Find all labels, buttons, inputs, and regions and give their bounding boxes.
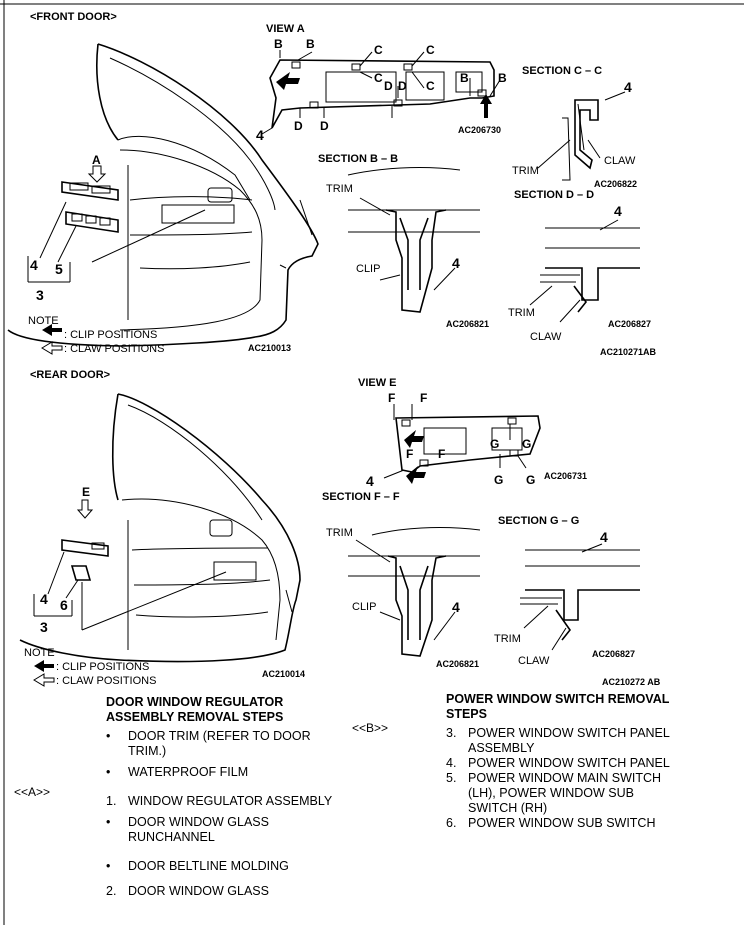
section-cc-title: SECTION C – C bbox=[522, 65, 603, 77]
rear-door-illustration bbox=[19, 393, 301, 687]
ref-a-marker: <<A>> bbox=[14, 785, 51, 799]
section-dd-callout-4: 4 bbox=[614, 203, 622, 219]
section-gg-code: AC206827 bbox=[592, 649, 636, 659]
list-item: 4.POWER WINDOW SWITCH PANEL bbox=[446, 756, 670, 770]
front-door-title: <FRONT DOOR> bbox=[30, 11, 117, 23]
list-item: 5.POWER WINDOW MAIN SWITCH (LH), POWER W… bbox=[446, 771, 662, 815]
list-item: 3.POWER WINDOW SWITCH PANEL ASSEMBLY bbox=[446, 726, 670, 755]
view-a-letter-b1: B bbox=[274, 37, 283, 51]
rear-callout-4: 4 bbox=[40, 591, 48, 607]
view-a-letter-d4: D bbox=[320, 119, 329, 133]
view-a-letter-d2: D bbox=[398, 79, 407, 93]
front-door-illustration bbox=[7, 43, 319, 355]
section-gg-title: SECTION G – G bbox=[498, 515, 580, 527]
list-item: 2.DOOR WINDOW GLASS bbox=[106, 884, 269, 898]
rear-callout-6: 6 bbox=[60, 597, 68, 613]
section-dd-claw: CLAW bbox=[530, 331, 562, 343]
list-item: 1.WINDOW REGULATOR ASSEMBLY bbox=[106, 794, 333, 808]
view-e-letter-g2: G bbox=[522, 437, 532, 451]
view-e-code: AC206731 bbox=[544, 471, 588, 481]
view-e-letter-g4: G bbox=[526, 473, 536, 487]
front-callout-3: 3 bbox=[36, 287, 44, 303]
view-e-letter-f2: F bbox=[420, 391, 428, 405]
section-dd-drawing bbox=[529, 219, 640, 323]
section-dd-code: AC206827 bbox=[608, 319, 652, 329]
front-group-code: AC210271AB bbox=[600, 347, 657, 357]
view-a-letter-c1: C bbox=[374, 43, 383, 57]
view-a-letter-b3: B bbox=[460, 71, 469, 85]
view-e-letter-f3: F bbox=[406, 447, 414, 461]
section-gg-claw: CLAW bbox=[518, 655, 550, 667]
view-e-title: VIEW E bbox=[358, 377, 397, 389]
section-bb-title: SECTION B – B bbox=[318, 153, 399, 165]
view-a-code: AC206730 bbox=[458, 125, 502, 135]
section-cc-trim: TRIM bbox=[512, 165, 539, 177]
view-e-letter-f1: F bbox=[388, 391, 396, 405]
section-ff-clip: CLIP bbox=[352, 601, 377, 613]
view-a-callout-4: 4 bbox=[256, 127, 264, 143]
rear-view-label: E bbox=[82, 485, 91, 499]
view-a-letter-c3: C bbox=[426, 43, 435, 57]
view-e-letter-g1: G bbox=[490, 437, 500, 451]
ref-b-marker: <<B>> bbox=[352, 721, 389, 735]
rear-door-title: <REAR DOOR> bbox=[30, 369, 111, 381]
section-gg-drawing bbox=[520, 543, 640, 651]
front-note-clip: : CLIP POSITIONS bbox=[64, 329, 158, 341]
regulator-steps: DOOR WINDOW REGULATOR ASSEMBLY REMOVAL S… bbox=[106, 695, 346, 905]
section-ff-drawing bbox=[348, 527, 481, 657]
view-e-illustration bbox=[383, 404, 541, 484]
section-ff-title: SECTION F – F bbox=[322, 491, 400, 503]
section-bb-code: AC206821 bbox=[446, 319, 490, 329]
view-a-letter-c2: C bbox=[374, 71, 383, 85]
view-a-letter-d3: D bbox=[294, 119, 303, 133]
section-gg-callout-4: 4 bbox=[600, 529, 608, 545]
rear-figure-code: AC210014 bbox=[262, 669, 306, 679]
view-e-letter-g3: G bbox=[494, 473, 504, 487]
list-item: •DOOR WINDOW GLASS RUNCHANNEL bbox=[106, 815, 269, 844]
section-cc-claw: CLAW bbox=[604, 155, 636, 167]
section-bb-trim: TRIM bbox=[326, 183, 353, 195]
view-a-illustration bbox=[261, 50, 501, 135]
view-e-letter-f4: F bbox=[438, 447, 446, 461]
rear-callout-3: 3 bbox=[40, 619, 48, 635]
front-figure-code: AC210013 bbox=[248, 343, 292, 353]
regulator-steps-title: DOOR WINDOW REGULATOR ASSEMBLY REMOVAL S… bbox=[106, 695, 284, 724]
front-callout-4: 4 bbox=[30, 257, 38, 273]
list-item: •WATERPROOF FILM bbox=[106, 765, 249, 779]
rear-group-code: AC210272 AB bbox=[602, 677, 661, 687]
section-gg-trim: TRIM bbox=[494, 633, 521, 645]
section-cc-drawing bbox=[537, 91, 626, 181]
view-e-callout-4: 4 bbox=[366, 473, 374, 489]
list-item: 6.POWER WINDOW SUB SWITCH bbox=[446, 816, 656, 830]
front-view-label: A bbox=[92, 153, 101, 167]
section-dd-title: SECTION D – D bbox=[514, 189, 595, 201]
section-bb-clip: CLIP bbox=[356, 263, 381, 275]
section-ff-callout-4: 4 bbox=[452, 599, 460, 615]
list-item: •DOOR TRIM (REFER TO DOOR TRIM.) bbox=[106, 729, 311, 758]
section-cc-callout-4: 4 bbox=[624, 79, 632, 95]
view-a-letter-b2: B bbox=[306, 37, 315, 51]
section-bb-callout-4: 4 bbox=[452, 255, 460, 271]
view-a-title: VIEW A bbox=[266, 23, 305, 35]
front-note-claw: : CLAW POSITIONS bbox=[64, 343, 165, 355]
view-a-letter-b4: B bbox=[498, 71, 507, 85]
section-ff-code: AC206821 bbox=[436, 659, 480, 669]
section-ff-trim: TRIM bbox=[326, 527, 353, 539]
view-a-letter-c4: C bbox=[426, 79, 435, 93]
rear-note-clip: : CLIP POSITIONS bbox=[56, 661, 150, 673]
section-dd-trim: TRIM bbox=[508, 307, 535, 319]
rear-note-claw: : CLAW POSITIONS bbox=[56, 675, 157, 687]
rear-note-title: NOTE bbox=[24, 647, 55, 659]
front-note-title: NOTE bbox=[28, 315, 59, 327]
switch-steps-title: POWER WINDOW SWITCH REMOVAL STEPS bbox=[446, 692, 670, 721]
section-cc-code: AC206822 bbox=[594, 179, 638, 189]
view-a-letter-d1: D bbox=[384, 79, 393, 93]
section-bb-drawing bbox=[347, 167, 480, 313]
list-item: •DOOR BELTLINE MOLDING bbox=[106, 859, 289, 873]
front-callout-5: 5 bbox=[55, 261, 63, 277]
switch-steps: POWER WINDOW SWITCH REMOVAL STEPS 3.POWE… bbox=[446, 692, 686, 831]
